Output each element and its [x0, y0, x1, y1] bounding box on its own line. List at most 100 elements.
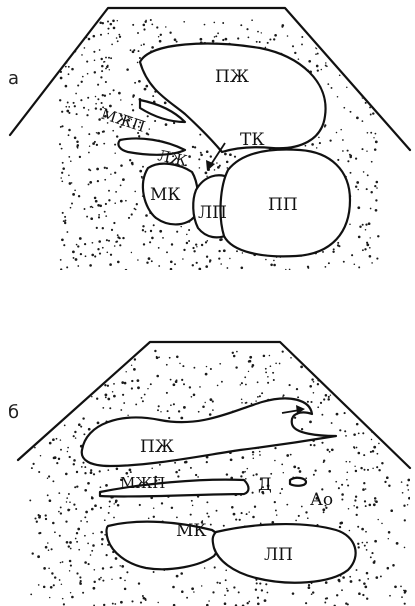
stipple-dot [226, 588, 228, 590]
stipple-dot [346, 87, 347, 88]
stipple-dot [49, 371, 51, 373]
stipple-dot [141, 397, 143, 399]
stipple-dot [287, 35, 289, 37]
stipple-dot [273, 264, 276, 267]
stipple-dot [99, 22, 102, 25]
stipple-dot [222, 271, 223, 272]
stipple-dot [370, 208, 372, 210]
stipple-dot [59, 99, 61, 101]
stipple-dot [60, 449, 62, 451]
stipple-dot [309, 385, 312, 388]
stipple-dot [351, 254, 353, 256]
stipple-dot [100, 486, 102, 488]
stipple-dot [380, 405, 382, 407]
stipple-dot [292, 592, 295, 595]
stipple-dot [47, 542, 49, 544]
stipple-dot [117, 370, 119, 372]
stipple-dot [45, 518, 47, 520]
stipple-dot [181, 590, 184, 593]
stipple-dot [114, 144, 116, 146]
stipple-dot [393, 367, 395, 369]
stipple-dot [158, 356, 160, 358]
stipple-dot [318, 363, 320, 365]
stipple-dot [194, 146, 196, 148]
stipple-dot [299, 470, 302, 473]
stipple-dot [170, 268, 173, 271]
stipple-dot [298, 58, 300, 60]
stipple-dot [75, 373, 77, 375]
stipple-dot [104, 211, 106, 213]
stipple-dot [241, 456, 244, 459]
stipple-dot [404, 519, 406, 521]
panel-b-label-mv: МК [176, 521, 207, 541]
stipple-dot [94, 197, 97, 200]
stipple-dot [177, 475, 179, 477]
stipple-dot [81, 375, 83, 377]
stipple-dot [73, 102, 75, 104]
stipple-dot [151, 468, 153, 470]
stipple-dot [104, 61, 106, 63]
stipple-dot [389, 424, 391, 426]
stipple-dot [170, 404, 172, 406]
stipple-dot [370, 191, 372, 193]
stipple-dot [229, 153, 232, 156]
stipple-dot [166, 364, 168, 366]
stipple-dot [301, 36, 303, 38]
stipple-dot [96, 144, 98, 146]
stipple-dot [121, 565, 124, 568]
stipple-dot [374, 185, 376, 187]
stipple-dot [70, 207, 72, 209]
stipple-dot [178, 469, 180, 471]
stipple-dot [372, 112, 374, 114]
stipple-dot [104, 179, 106, 181]
stipple-dot [377, 413, 379, 415]
stipple-dot [337, 96, 339, 98]
stipple-dot [372, 468, 373, 469]
stipple-dot [357, 206, 360, 209]
stipple-dot [52, 522, 55, 525]
stipple-dot [176, 575, 179, 578]
stipple-dot [293, 466, 296, 469]
stipple-dot [74, 486, 76, 488]
stipple-dot [205, 373, 208, 376]
stipple-dot [261, 392, 263, 394]
stipple-dot [131, 213, 133, 215]
stipple-dot [248, 601, 250, 603]
stipple-dot [143, 24, 146, 27]
stipple-dot [404, 591, 406, 593]
stipple-dot [119, 244, 121, 246]
stipple-dot [273, 38, 275, 40]
stipple-dot [275, 363, 277, 365]
stipple-dot [38, 584, 40, 586]
stipple-dot [388, 538, 389, 539]
stipple-dot [356, 506, 358, 508]
stipple-dot [360, 360, 362, 362]
stipple-dot [247, 602, 249, 604]
stipple-dot [112, 130, 114, 132]
stipple-dot [344, 412, 346, 414]
stipple-dot [358, 266, 360, 268]
stipple-dot [367, 79, 370, 82]
stipple-dot [150, 230, 152, 232]
stipple-dot [352, 49, 354, 51]
stipple-dot [381, 523, 383, 525]
stipple-dot [56, 462, 58, 464]
stipple-dot [265, 372, 267, 374]
stipple-dot [343, 366, 345, 368]
stipple-dot [164, 102, 167, 105]
stipple-dot [198, 268, 201, 271]
stipple-dot [174, 38, 177, 41]
stipple-dot [390, 425, 392, 427]
stipple-dot [358, 433, 360, 435]
stipple-dot [281, 464, 283, 466]
stipple-dot [332, 251, 334, 253]
stipple-dot [257, 31, 259, 33]
stipple-dot [375, 199, 377, 201]
stipple-dot [358, 452, 361, 455]
stipple-dot [140, 602, 142, 604]
stipple-dot [188, 155, 191, 158]
stipple-dot [384, 429, 386, 431]
stipple-dot [95, 361, 97, 363]
stipple-dot [38, 516, 41, 519]
stipple-dot [305, 145, 307, 147]
